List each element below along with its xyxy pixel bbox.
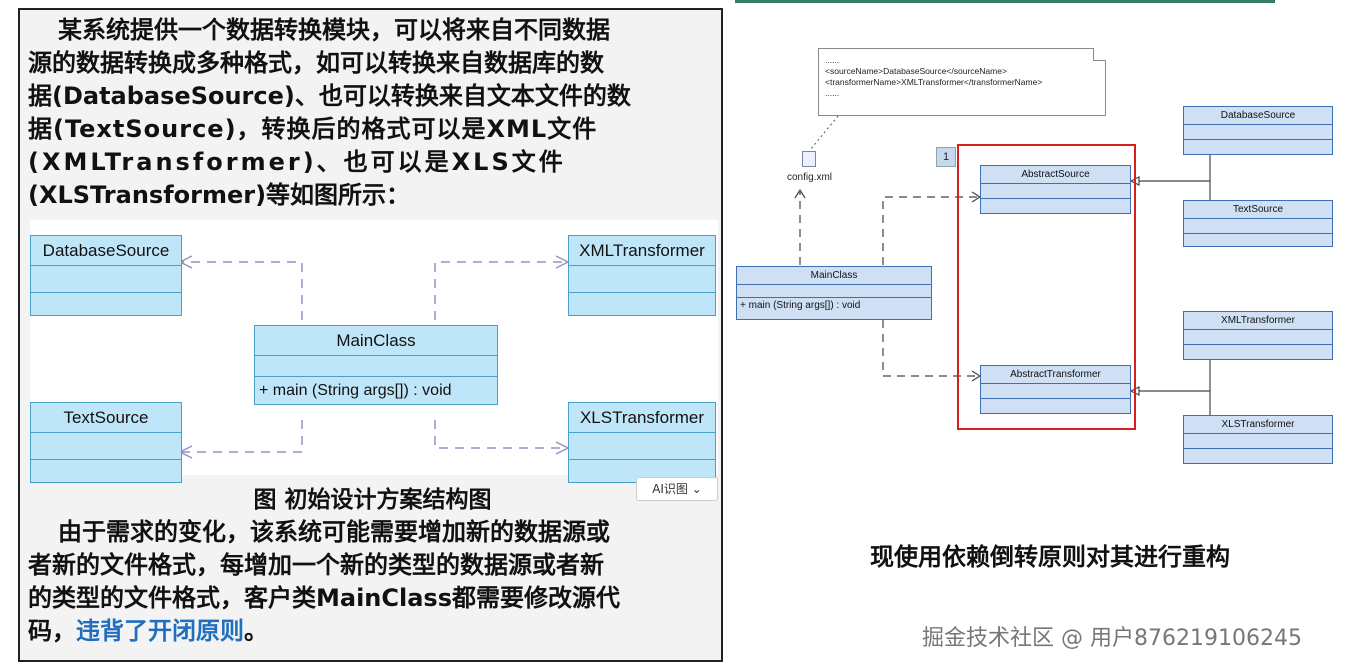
config-file-icon bbox=[802, 151, 816, 167]
class-name: XMLTransformer bbox=[1184, 312, 1332, 330]
left-panel: 某系统提供一个数据转换模块，可以将来自不同数据 源的数据转换成多种格式，如可以转… bbox=[18, 8, 723, 662]
class-name: MainClass bbox=[737, 267, 931, 285]
intro-line: 据(DatabaseSource)、也可以转换来自文本文件的数 bbox=[28, 82, 631, 110]
main-operation: + main (String args[]) : void bbox=[259, 382, 452, 399]
dep-line-database bbox=[180, 261, 303, 320]
change-line: 的类型的文件格式，客户类MainClass都需要修改源代 bbox=[28, 584, 620, 612]
r-class-main: MainClass + main (String args[]) : void bbox=[736, 266, 932, 320]
watermark: 掘金技术社区 @ 用户876219106245 bbox=[922, 626, 1302, 651]
r-class-abstract-transformer: AbstractTransformer bbox=[980, 365, 1131, 414]
note-line: ...... bbox=[825, 88, 840, 98]
highlight-open-closed: 违背了开闭原则 bbox=[76, 617, 244, 645]
class-name: TextSource bbox=[1184, 201, 1332, 219]
note-line: ...... bbox=[825, 55, 840, 65]
diagram-caption: 图 初始设计方案结构图 bbox=[253, 487, 492, 513]
change-line-last: 码，违背了开闭原则。 bbox=[28, 615, 718, 648]
class-main: MainClass + main (String args[]) : void bbox=[254, 325, 498, 405]
change-line: 由于需求的变化，该系统可能需要增加新的数据源或 bbox=[58, 518, 610, 546]
abstraction-highlight-frame bbox=[957, 144, 1136, 430]
text-segment: 码， bbox=[28, 617, 76, 645]
ai-recognize-button[interactable]: AI识图 ⌄ bbox=[636, 477, 718, 501]
note-line: <sourceName>DatabaseSource</sourceName> bbox=[825, 66, 1007, 76]
intro-line: (XLSTransformer)等如图所示： bbox=[28, 181, 411, 209]
class-text-source: TextSource bbox=[30, 402, 182, 483]
class-name: XLSTransformer bbox=[1184, 416, 1332, 434]
r-class-text-source: TextSource bbox=[1183, 200, 1333, 247]
change-paragraph: 由于需求的变化，该系统可能需要增加新的数据源或 者新的文件格式，每增加一个新的类… bbox=[28, 516, 718, 648]
config-note: ...... <sourceName>DatabaseSource</sourc… bbox=[818, 48, 1106, 116]
main-operation: + main (String args[]) : void bbox=[740, 300, 861, 311]
class-xml-transformer: XMLTransformer bbox=[568, 235, 716, 316]
class-name: AbstractSource bbox=[981, 166, 1130, 184]
intro-line: 据(TextSource)，转换后的格式可以是XML文件 bbox=[28, 115, 598, 143]
class-name: MainClass bbox=[255, 326, 497, 356]
change-line: 者新的文件格式，每增加一个新的类型的数据源或者新 bbox=[28, 551, 604, 579]
intro-line: (XMLTransformer)、也可以是XLS文件 bbox=[28, 148, 566, 176]
intro-paragraph: 某系统提供一个数据转换模块，可以将来自不同数据 源的数据转换成多种格式，如可以转… bbox=[28, 14, 718, 212]
class-name: TextSource bbox=[31, 403, 181, 433]
initial-design-diagram: DatabaseSource TextSource MainClass + ma… bbox=[30, 220, 718, 483]
dep-line-xls bbox=[434, 420, 568, 449]
config-file-label: config.xml bbox=[787, 172, 833, 183]
r-class-xml-transformer: XMLTransformer bbox=[1183, 311, 1333, 360]
dep-line-xml bbox=[434, 261, 568, 320]
note-anchor-line bbox=[809, 115, 839, 151]
refactor-title: 现使用依赖倒转原则对其进行重构 bbox=[870, 543, 1230, 571]
class-name: DatabaseSource bbox=[31, 236, 181, 266]
class-database-source: DatabaseSource bbox=[30, 235, 182, 316]
dep-line-text bbox=[180, 420, 303, 453]
class-name: DatabaseSource bbox=[1184, 107, 1332, 125]
r-class-abstract-source: AbstractSource bbox=[980, 165, 1131, 214]
note-fold-corner bbox=[1093, 48, 1106, 61]
class-name: XLSTransformer bbox=[569, 403, 715, 433]
class-name: AbstractTransformer bbox=[981, 366, 1130, 384]
note-line: <transformerName>XMLTransformer</transfo… bbox=[825, 77, 1043, 87]
r-class-xls-transformer: XLSTransformer bbox=[1183, 415, 1333, 464]
text-segment: 。 bbox=[244, 617, 268, 645]
class-name: XMLTransformer bbox=[569, 236, 715, 266]
class-xls-transformer: XLSTransformer bbox=[568, 402, 716, 483]
intro-line: 某系统提供一个数据转换模块，可以将来自不同数据 bbox=[58, 16, 610, 44]
top-rule bbox=[735, 0, 1275, 3]
frame-badge: 1 bbox=[936, 147, 956, 167]
intro-line: 源的数据转换成多种格式，如可以转换来自数据库的数 bbox=[28, 49, 604, 77]
r-class-database-source: DatabaseSource bbox=[1183, 106, 1333, 155]
